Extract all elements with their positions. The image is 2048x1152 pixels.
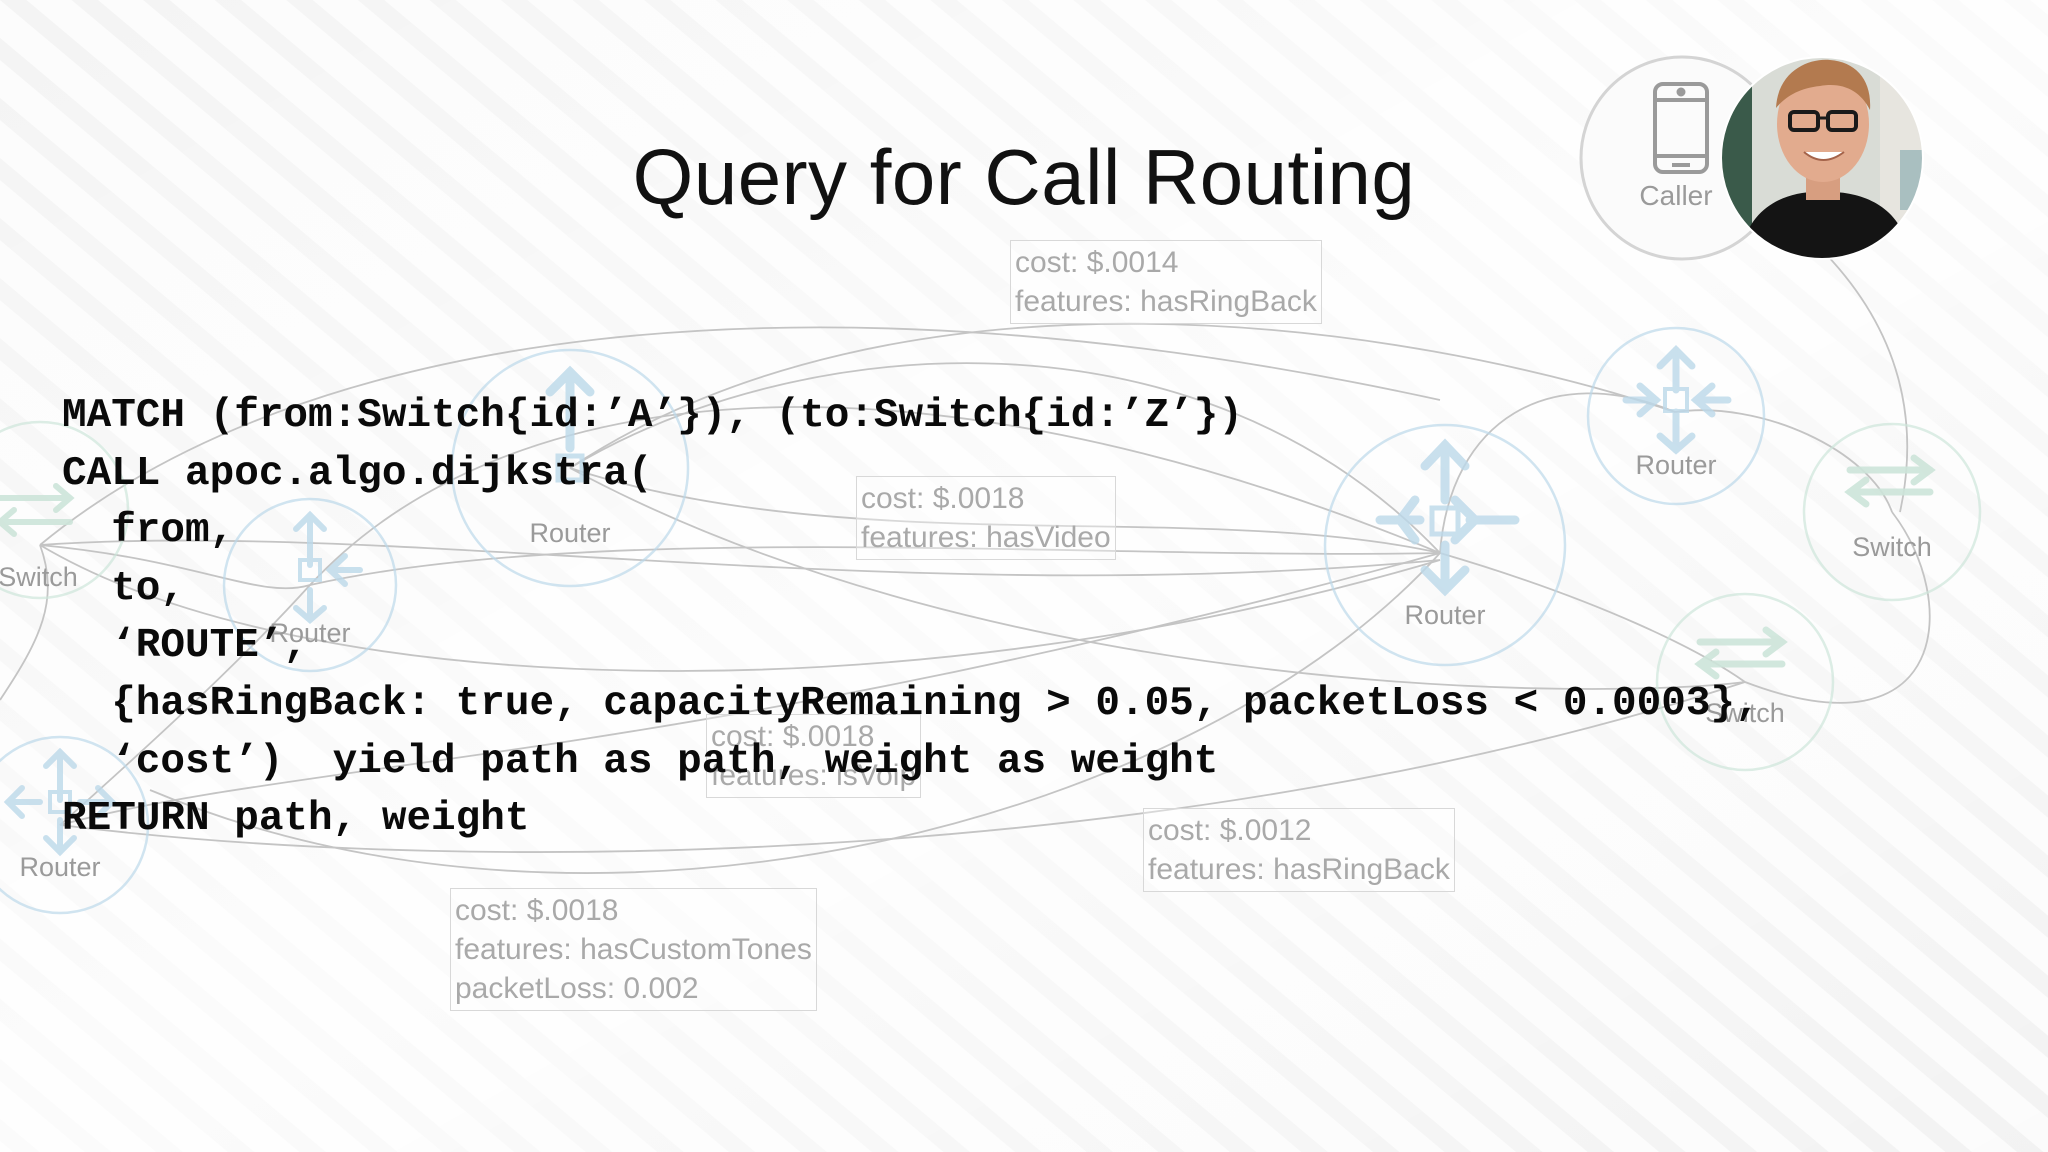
router-icon <box>1375 438 1520 597</box>
router-icon <box>545 365 595 483</box>
edge-label-5: cost: $.0018 features: hasCustomTones pa… <box>450 888 817 1011</box>
switch-label: Switch <box>1852 532 1932 562</box>
edge-label-2: cost: $.0018 features: hasVideo <box>856 476 1116 560</box>
edge-label-3: cost: $.0018 features: isVoip <box>706 714 922 798</box>
router-icon <box>3 747 117 857</box>
switch-icon <box>1694 626 1788 680</box>
graph-edges <box>0 249 1931 874</box>
edge-cost: cost: $.0018 <box>455 894 619 927</box>
cypher-query-code: MATCH (from:Switch{id:’A’}), (to:Switch{… <box>62 388 1760 849</box>
edge-label-1: cost: $.0014 features: hasRingBack <box>1010 240 1322 324</box>
edge-packet-loss: packetLoss: 0.002 <box>455 972 699 1005</box>
edge-features: features: hasVideo <box>861 521 1111 554</box>
router-node-3 <box>0 735 150 915</box>
caller-node <box>1579 55 1785 261</box>
code-line: from, <box>62 508 235 555</box>
presenter-avatar <box>1721 57 1923 259</box>
router-label: Router <box>1635 450 1717 480</box>
switch-label: Switch <box>1705 698 1785 728</box>
router-node-4 <box>1323 423 1567 667</box>
router-icon <box>1622 345 1732 455</box>
router-node-2 <box>222 497 398 673</box>
code-line: ‘ROUTE’, <box>62 623 309 670</box>
phone-icon <box>1653 82 1709 174</box>
caller-label: Caller <box>1639 180 1713 211</box>
code-line: to, <box>62 565 186 612</box>
switch-icon <box>1844 454 1936 508</box>
router-label: Router <box>269 618 351 648</box>
edge-features: features: isVoip <box>711 759 917 792</box>
switch-icon <box>0 483 75 537</box>
edge-features: features: hasRingBack <box>1015 285 1317 318</box>
edge-label-4: cost: $.0012 features: hasRingBack <box>1143 808 1455 892</box>
presenter-avatar-border <box>1720 56 1924 260</box>
router-icon <box>293 510 363 624</box>
edge-cost: cost: $.0018 <box>711 720 875 753</box>
code-line: ‘cost’) yield path as path, weight as we… <box>62 738 1219 785</box>
switch-node-1 <box>0 420 130 600</box>
code-line: CALL apoc.algo.dijkstra( <box>62 450 653 497</box>
switch-node-2 <box>1802 422 1982 602</box>
edge-cost: cost: $.0018 <box>861 482 1025 515</box>
edge-features: features: hasCustomTones <box>455 933 812 966</box>
edge-features: features: hasRingBack <box>1148 853 1450 886</box>
router-label: Router <box>1404 600 1486 630</box>
switch-label: Switch <box>0 562 78 592</box>
code-line: {hasRingBack: true, capacityRemaining > … <box>62 680 1760 727</box>
router-label: Router <box>529 518 611 548</box>
edge-cost: cost: $.0012 <box>1148 814 1312 847</box>
router-node-1 <box>450 348 690 588</box>
router-node-5 <box>1586 326 1766 506</box>
slide-title: Query for Call Routing <box>632 133 1416 221</box>
router-label: Router <box>19 852 101 882</box>
edge-cost: cost: $.0014 <box>1015 246 1179 279</box>
code-line: RETURN path, weight <box>62 796 530 843</box>
switch-node-3 <box>1655 592 1835 772</box>
code-line: MATCH (from:Switch{id:’A’}), (to:Switch{… <box>62 393 1243 439</box>
